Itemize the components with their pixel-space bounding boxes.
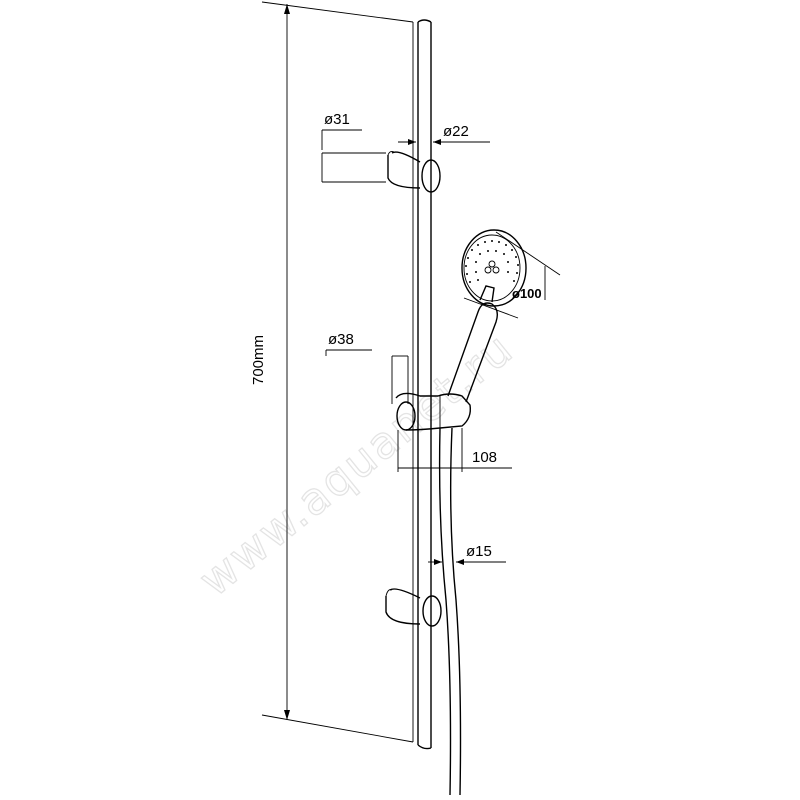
head-diameter-dimension <box>463 231 561 319</box>
hose-diameter-dimension <box>428 559 506 565</box>
height-dimension-label: 700mm <box>250 335 267 385</box>
center-nozzle-icon <box>484 260 500 274</box>
height-dimension <box>284 4 290 720</box>
slider-diameter-dimension <box>325 349 409 404</box>
bottom-wall-bracket <box>385 588 442 627</box>
projection-dimension <box>397 428 512 472</box>
top-wall-bracket <box>387 150 441 193</box>
rail-diameter-label: ø22 <box>443 123 469 140</box>
rail-diameter-dimension <box>398 139 490 145</box>
spray-nozzles <box>465 240 519 283</box>
shower-hose <box>438 427 462 796</box>
hose-diameter-label: ø15 <box>466 543 492 560</box>
bracket-diameter-dimension <box>321 129 386 183</box>
bracket-diameter-label: ø31 <box>324 111 350 128</box>
projection-label: 108 <box>472 449 497 466</box>
head-diameter-label: ø100 <box>512 286 542 301</box>
slider-diameter-label: ø38 <box>328 331 354 348</box>
hand-shower <box>447 229 527 403</box>
